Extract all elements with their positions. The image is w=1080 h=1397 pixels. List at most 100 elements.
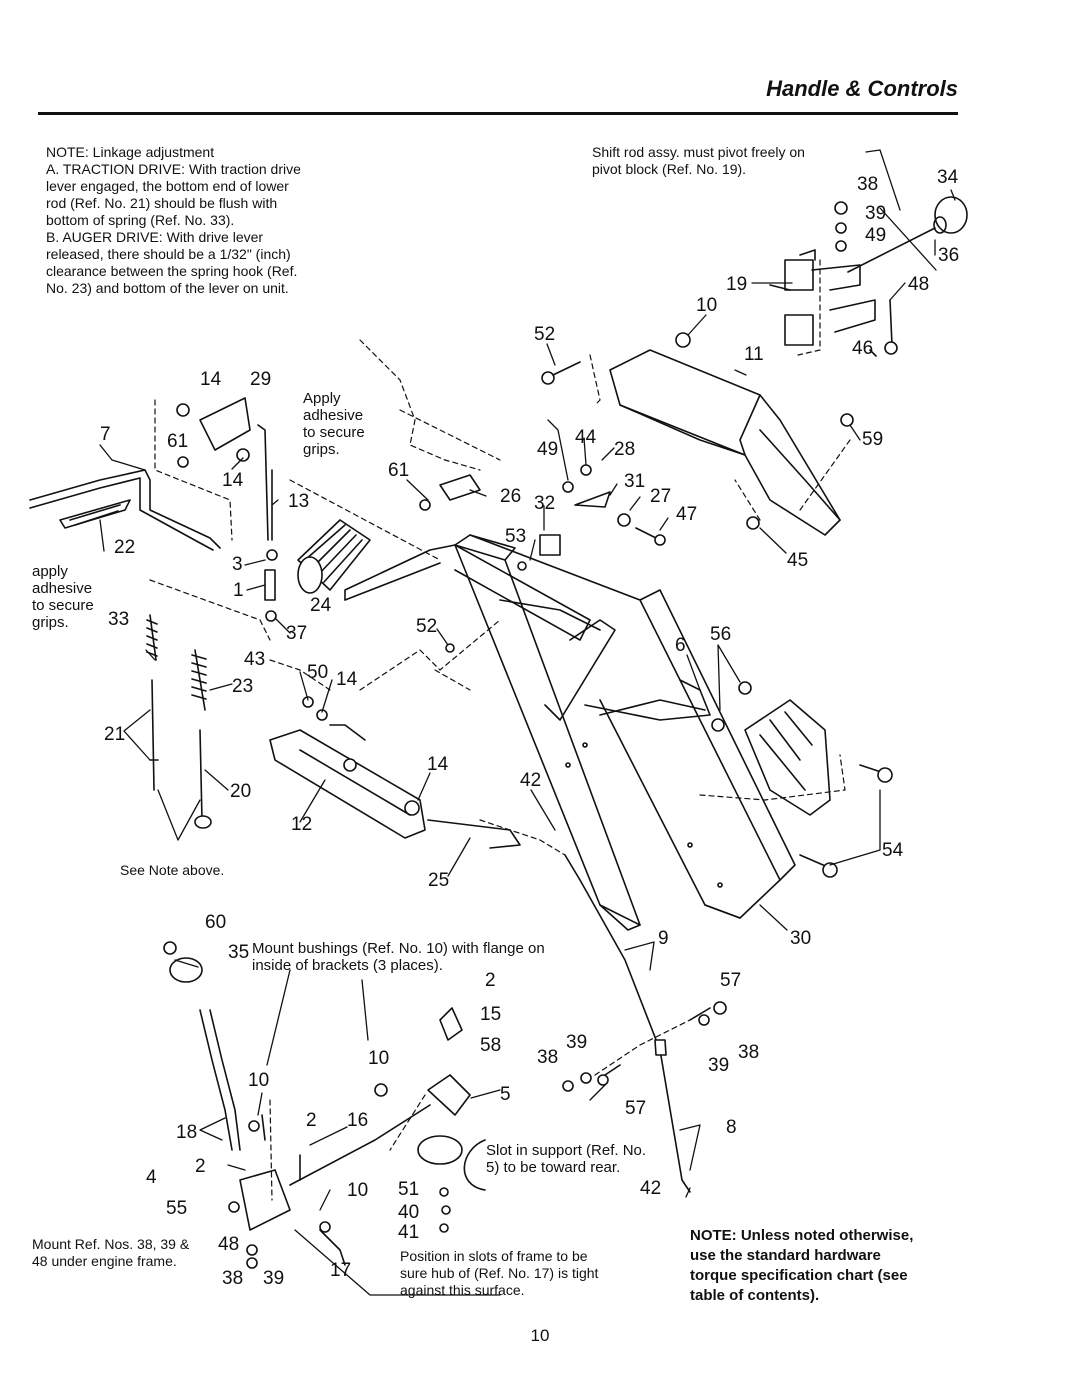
leader-lines xyxy=(99,149,956,1296)
callout-52: 52 xyxy=(416,616,437,637)
callout-15: 15 xyxy=(480,1004,501,1025)
callout-10: 10 xyxy=(696,295,717,316)
apply-adhesive-note-right: Apply adhesive to secure grips. xyxy=(303,390,365,458)
callout-24: 24 xyxy=(310,595,332,616)
middle-hardware xyxy=(419,464,666,653)
callout-10: 10 xyxy=(368,1048,389,1069)
callout-49: 49 xyxy=(537,439,558,460)
pivot-bracket xyxy=(769,249,876,346)
callout-14: 14 xyxy=(222,470,244,491)
hardware-top-right xyxy=(541,201,898,530)
callout-49: 49 xyxy=(865,225,886,246)
callout-35: 35 xyxy=(228,942,249,963)
callout-57: 57 xyxy=(720,970,741,991)
callout-18: 18 xyxy=(176,1122,197,1143)
callout-10: 10 xyxy=(248,1070,269,1091)
callout-58: 58 xyxy=(480,1035,501,1056)
callout-21: 21 xyxy=(104,724,125,745)
callout-19: 19 xyxy=(726,274,747,295)
callout-25: 25 xyxy=(428,870,449,891)
callout-5: 5 xyxy=(500,1084,511,1105)
callout-8: 8 xyxy=(726,1117,737,1138)
support-hub xyxy=(417,1135,486,1191)
callout-32: 32 xyxy=(534,493,555,514)
callout-39: 39 xyxy=(865,203,886,224)
springs-and-rods xyxy=(146,549,278,829)
callout-14: 14 xyxy=(427,754,449,775)
apply-adhesive-note-left: apply adhesive to secure grips. xyxy=(32,563,94,631)
knob xyxy=(933,196,968,234)
callout-6: 6 xyxy=(675,635,686,656)
callout-45: 45 xyxy=(787,550,808,571)
callout-61: 61 xyxy=(167,431,188,452)
callout-33: 33 xyxy=(108,609,129,630)
callout-40: 40 xyxy=(398,1202,419,1223)
callout-38: 38 xyxy=(222,1268,243,1289)
assembly-guides xyxy=(149,259,851,1201)
linkage-adjustment-note: NOTE: Linkage adjustment A. TRACTION DRI… xyxy=(46,144,301,296)
callout-52: 52 xyxy=(534,324,555,345)
callout-2: 2 xyxy=(306,1110,317,1131)
callout-23: 23 xyxy=(232,676,253,697)
page-number: 10 xyxy=(530,1326,550,1345)
callout-17: 17 xyxy=(330,1260,351,1281)
callout-16: 16 xyxy=(347,1110,368,1131)
mount-bushings-note: Mount bushings (Ref. No. 10) with flange… xyxy=(252,940,545,974)
callout-13: 13 xyxy=(288,491,309,512)
chute-cover xyxy=(609,349,841,536)
callout-55: 55 xyxy=(166,1198,187,1219)
callout-28: 28 xyxy=(614,439,635,460)
callout-34: 34 xyxy=(937,167,959,188)
callout-1: 1 xyxy=(233,580,244,601)
callout-60: 60 xyxy=(205,912,226,933)
callout-27: 27 xyxy=(650,486,671,507)
handle-frame xyxy=(454,534,796,931)
callout-labels: 14 29 7 61 14 13 22 3 1 24 37 33 43 50 1… xyxy=(100,167,959,1289)
callout-31: 31 xyxy=(624,471,645,492)
callout-29: 29 xyxy=(250,369,271,390)
bolts xyxy=(799,764,893,878)
callout-43: 43 xyxy=(244,649,265,670)
callout-39: 39 xyxy=(566,1032,587,1053)
bottom-right-fasteners xyxy=(562,1001,727,1092)
callout-38: 38 xyxy=(857,174,878,195)
header-rule xyxy=(38,112,958,115)
callout-9: 9 xyxy=(658,928,669,949)
callout-39: 39 xyxy=(263,1268,284,1289)
mount-ref-note: Mount Ref. Nos. 38, 39 & 48 under engine… xyxy=(32,1236,190,1269)
callout-42: 42 xyxy=(640,1178,661,1199)
callout-38: 38 xyxy=(738,1042,759,1063)
callout-51: 51 xyxy=(398,1179,419,1200)
callout-48: 48 xyxy=(218,1234,239,1255)
callout-10: 10 xyxy=(347,1180,368,1201)
callout-26: 26 xyxy=(500,486,521,507)
callout-7: 7 xyxy=(100,424,111,445)
callout-3: 3 xyxy=(232,554,243,575)
callout-56: 56 xyxy=(710,624,731,645)
link-rod xyxy=(427,819,521,849)
callout-14: 14 xyxy=(336,669,358,690)
top-left-bracket xyxy=(176,397,273,541)
shift-rod-note: Shift rod assy. must pivot freely on piv… xyxy=(592,144,805,177)
position-slots-note: Position in slots of frame to be sure hu… xyxy=(400,1248,599,1298)
upper-handle-bar xyxy=(344,544,616,721)
see-note-text: See Note above. xyxy=(120,862,225,878)
callout-22: 22 xyxy=(114,537,135,558)
lower-linkage xyxy=(163,941,471,1269)
callout-42: 42 xyxy=(520,770,541,791)
torque-note: NOTE: Unless noted otherwise, use the st… xyxy=(690,1227,914,1304)
callout-37: 37 xyxy=(286,623,307,644)
shift-rod xyxy=(847,227,936,273)
long-control-rod xyxy=(564,854,691,1193)
callout-38: 38 xyxy=(537,1047,558,1068)
callout-12: 12 xyxy=(291,814,312,835)
slot-support-note: Slot in support (Ref. No. 5) to be towar… xyxy=(486,1142,647,1176)
callout-44: 44 xyxy=(575,427,597,448)
callout-11: 11 xyxy=(744,344,764,365)
callout-54: 54 xyxy=(882,840,904,861)
shift-lever xyxy=(584,679,711,721)
callout-50: 50 xyxy=(307,662,328,683)
callout-53: 53 xyxy=(505,526,526,547)
